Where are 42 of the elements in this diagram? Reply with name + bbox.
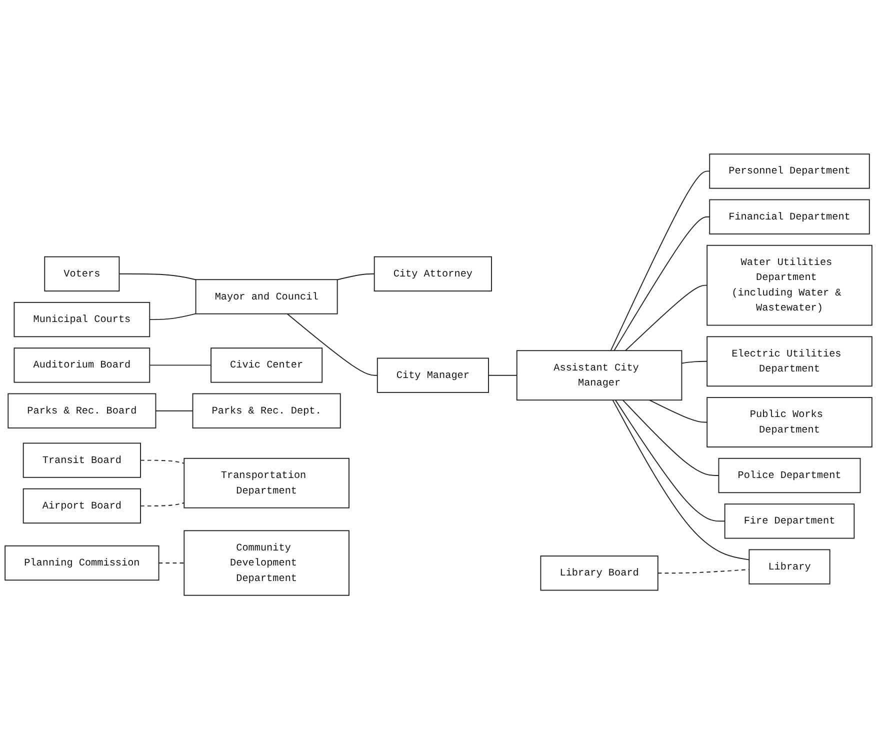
node-box: Planning Commission [4,546,160,581]
connector [612,400,750,561]
node-box: Transportation Department [184,458,350,509]
node-box: Auditorium Board [14,348,150,384]
node-box: Civic Center [210,348,323,384]
node-box: City Attorney [374,256,492,292]
connector [336,274,375,281]
connector [648,400,708,424]
node-box: Electric Utilities Department [706,336,872,387]
connector [286,314,378,376]
connector [624,285,708,352]
node-box: Mayor and Council [195,279,338,315]
connector [488,375,518,376]
connector [614,216,710,352]
connector [118,274,196,281]
connector [140,502,185,507]
connector [149,314,196,320]
node-box: Parks & Rec. Board [8,394,156,429]
node-box: Library Board [540,556,658,592]
connector [614,400,726,522]
node-box: Fire Department [724,504,855,540]
connector [681,361,708,364]
node-box: Transit Board [22,443,141,478]
node-box: Municipal Courts [14,302,150,338]
connector [149,365,212,366]
node-box: Police Department [718,458,861,494]
node-box: Assistant City Manager [516,350,682,401]
connector [610,171,710,352]
connector [140,460,185,464]
node-box: Public Works Department [706,397,872,448]
connector [155,410,194,412]
node-box: Financial Department [709,200,870,235]
node-box: Water Utilities Department (including Water & Wastewater) [706,245,872,326]
connector [158,562,185,564]
connector [622,400,720,476]
node-box: City Manager [376,358,489,394]
node-box: Personnel Department [709,154,870,190]
node-box: Voters [44,256,120,292]
node-box: Community Development Department [184,530,350,596]
node-box: Parks & Rec. Dept. [192,394,341,429]
node-box: Airport Board [22,488,141,524]
node-box: Library [748,550,830,585]
